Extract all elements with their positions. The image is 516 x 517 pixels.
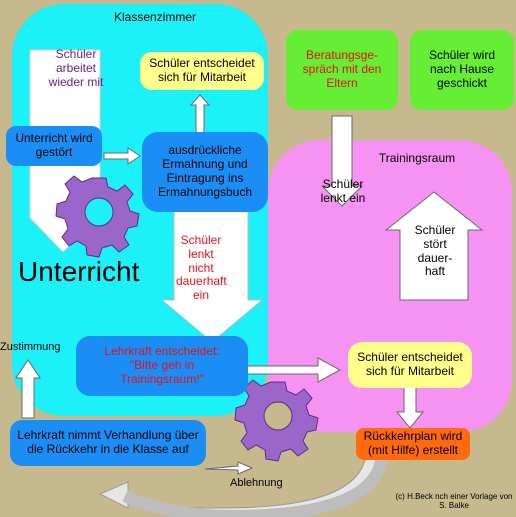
warning-to-decision-arrow [160, 209, 264, 343]
lesson-label: Unterricht [18, 256, 140, 287]
rejection-arrow [204, 461, 254, 475]
counseling-box: Beratungsge-spräch mit den Eltern [286, 30, 398, 110]
training-room-region [268, 140, 512, 432]
sent-home-box: Schüler wird nach Hause geschickt [410, 30, 514, 110]
warning-to-decides-arrow [189, 94, 211, 135]
disturbs-permanently-label: Schüler stört dauer-haft [414, 223, 456, 279]
disturbs-up-arrow [384, 191, 484, 301]
decides-training-box: Schüler entscheidet sich für Mitarbeit [348, 342, 472, 388]
disrupted-to-warning-arrow [103, 147, 141, 165]
counseling-to-training-arrow [320, 115, 364, 207]
return-curve-band [122, 454, 388, 517]
approval-arrow [15, 359, 41, 419]
distracts-in-label: Schüler lenkt ein [320, 177, 366, 205]
distracts-not-permanently-label: Schüler lenkt nicht dauerhaft ein [176, 233, 227, 303]
training-room-label: Trainingsraum [378, 151, 456, 165]
decides-top-box: Schüler entscheidet sich für Mitarbeit [140, 52, 264, 90]
rejection-label: Ablehnung [230, 477, 283, 489]
credit-label: (c) H.Beck nch einer Vorlage von S. Balk… [395, 492, 513, 511]
gear-icon-lower [234, 379, 319, 462]
decides-to-plan-arrow [395, 385, 425, 429]
warning-box: ausdrückliche Ermahnung und Eintragung i… [142, 132, 268, 212]
works-again-label: Schüler arbeitet wieder mit [48, 47, 104, 89]
teacher-decides-box: Lehrkraft entscheidet: "Bitte geh in Tra… [76, 336, 248, 396]
gear-icon-upper [55, 175, 140, 258]
approval-label: Zustimmung [0, 341, 61, 353]
return-plan-box: Rückkehrplan wird (mit Hilfe) erstellt [356, 428, 470, 460]
classroom-label: Klassenzimmer [113, 10, 197, 24]
negotiation-box: Lehrkraft nimmt Verhandlung über die Rüc… [10, 420, 206, 466]
disrupted-box: Unterricht wird gestört [6, 126, 102, 166]
